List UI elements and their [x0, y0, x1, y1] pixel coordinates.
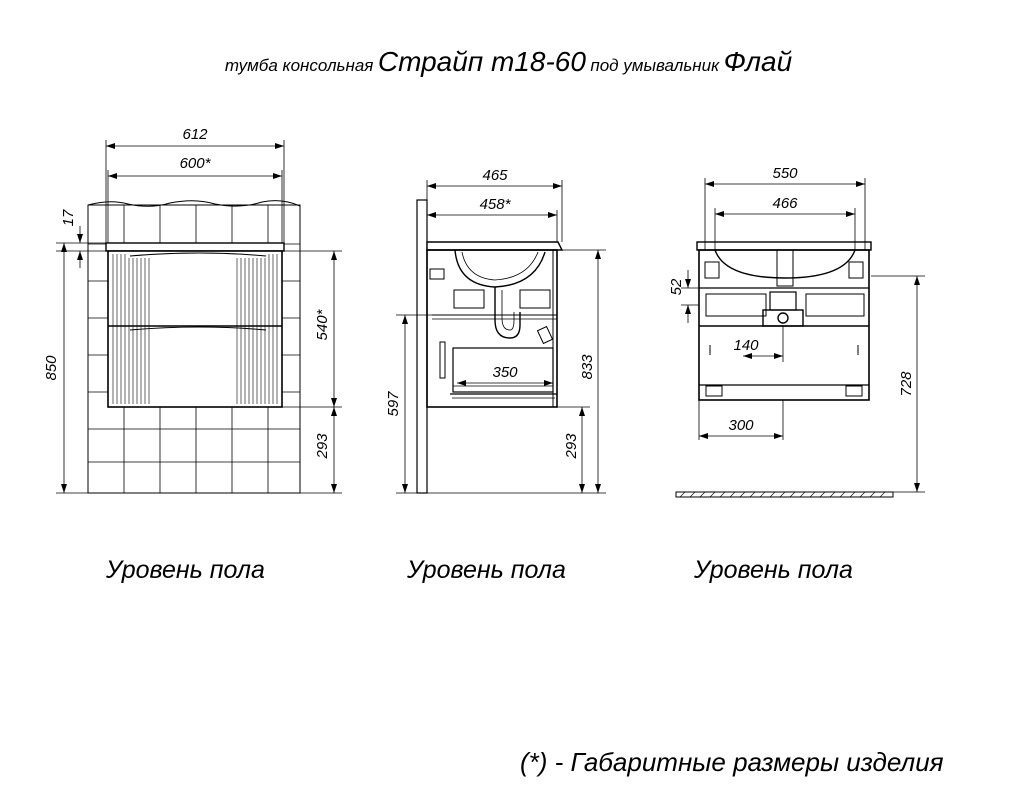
dim-body-depth: 458* — [480, 196, 512, 213]
dim-floor-clearance: 293 — [314, 433, 331, 460]
dim-height-597: 597 — [385, 391, 402, 417]
dim-bottom-offset: 300 — [728, 417, 754, 434]
front-stripes — [112, 254, 278, 404]
back-floor — [675, 491, 894, 498]
dim-inner-depth: 350 — [492, 364, 518, 381]
dim-side-floor-clearance: 293 — [563, 433, 580, 460]
back-cabinet — [698, 249, 870, 401]
title-part-3: под умывальник — [590, 56, 720, 75]
dim-back-inner-width: 466 — [772, 195, 798, 212]
dim-top-thickness: 17 — [60, 209, 77, 226]
front-view — [56, 140, 342, 494]
title-model: Страйп т18-60 — [377, 46, 586, 77]
dim-drain-offset: 140 — [733, 337, 759, 354]
floor-label-back: Уровень пола — [694, 556, 853, 584]
dim-height-833: 833 — [579, 354, 596, 380]
title-sink: Флай — [723, 46, 793, 77]
dim-height-728: 728 — [898, 371, 915, 397]
floor-label-front: Уровень пола — [106, 556, 265, 584]
dim-overall-width: 612 — [182, 126, 208, 143]
dim-back-overall-width: 550 — [772, 165, 798, 182]
dim-overall-depth: 465 — [482, 167, 508, 184]
back-view — [675, 178, 925, 498]
side-view — [396, 180, 606, 494]
dim-body-width: 600* — [180, 155, 212, 172]
title-part-1: тумба консольная — [224, 56, 374, 75]
footnote: (*) - Габаритные размеры изделия — [520, 747, 944, 777]
dim-total-height: 850 — [43, 355, 60, 381]
side-wall — [416, 199, 428, 494]
dim-offset-52: 52 — [668, 278, 685, 295]
dim-cabinet-height: 540* — [314, 308, 331, 340]
floor-label-side: Уровень пола — [407, 556, 566, 584]
side-cabinet — [426, 249, 558, 408]
drawing-title: тумба консольная Страйп т18-60 под умыва… — [0, 46, 1017, 78]
front-sink-top — [105, 242, 285, 252]
